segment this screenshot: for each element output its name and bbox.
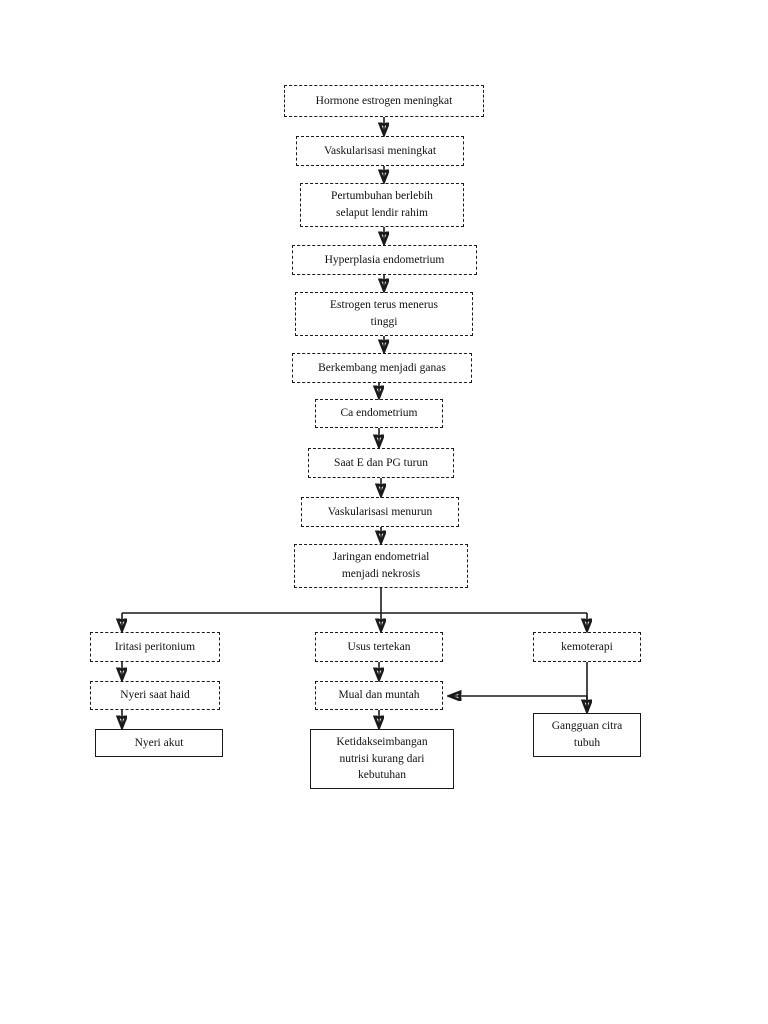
node-label: Berkembang menjadi ganas	[318, 361, 446, 374]
node-gangguan-citra-tubuh[interactable]: Gangguan citra tubuh	[533, 713, 641, 757]
node-estrogen-terus-menerus-tinggi[interactable]: Estrogen terus menerus tinggi	[295, 292, 473, 336]
node-label: Ca endometrium	[340, 407, 418, 420]
node-mual-dan-muntah[interactable]: Mual dan muntah	[315, 681, 443, 710]
node-iritasi-peritonium[interactable]: Iritasi peritonium	[90, 632, 220, 662]
node-usus-tertekan[interactable]: Usus tertekan	[315, 632, 443, 662]
node-label: Saat E dan PG turun	[334, 456, 428, 469]
node-nyeri-saat-haid[interactable]: Nyeri saat haid	[90, 681, 220, 710]
node-label: kemoterapi	[561, 640, 613, 653]
node-label: Pertumbuhan berlebih selaput lendir rahi…	[331, 190, 433, 219]
node-hyperplasia-endometrium[interactable]: Hyperplasia endometrium	[292, 245, 477, 275]
node-kemoterapi[interactable]: kemoterapi	[533, 632, 641, 662]
node-label: Vaskularisasi menurun	[327, 505, 433, 518]
node-label: Iritasi peritonium	[114, 640, 196, 653]
node-label: Hyperplasia endometrium	[324, 253, 445, 266]
node-pertumbuhan-berlebih-selaput-lendir-rahim[interactable]: Pertumbuhan berlebih selaput lendir rahi…	[300, 183, 464, 227]
node-label: Nyeri akut	[134, 736, 184, 749]
node-label: Ketidakseimbangan nutrisi kurang dari ke…	[336, 735, 428, 782]
node-label: Nyeri saat haid	[120, 689, 190, 702]
node-ketidakseimbangan-nutrisi[interactable]: Ketidakseimbangan nutrisi kurang dari ke…	[310, 729, 454, 789]
node-label: Vaskularisasi meningkat	[323, 144, 437, 157]
node-ca-endometrium[interactable]: Ca endometrium	[315, 399, 443, 428]
node-label: Estrogen terus menerus tinggi	[330, 299, 438, 328]
node-label: Gangguan citra tubuh	[551, 720, 623, 749]
node-vaskularisasi-menurun[interactable]: Vaskularisasi menurun	[301, 497, 459, 527]
node-label: Usus tertekan	[347, 640, 411, 653]
node-label: Jaringan endometrial menjadi nekrosis	[332, 551, 430, 580]
node-hormone-estrogen-meningkat[interactable]: Hormone estrogen meningkat	[284, 85, 484, 117]
node-label: Mual dan muntah	[338, 689, 420, 702]
node-berkembang-menjadi-ganas[interactable]: Berkembang menjadi ganas	[292, 353, 472, 383]
node-vaskularisasi-meningkat[interactable]: Vaskularisasi meningkat	[296, 136, 464, 166]
node-saat-e-dan-pg-turun[interactable]: Saat E dan PG turun	[308, 448, 454, 478]
node-nyeri-akut[interactable]: Nyeri akut	[95, 729, 223, 757]
node-jaringan-endometrial-menjadi-nekrosis[interactable]: Jaringan endometrial menjadi nekrosis	[294, 544, 468, 588]
node-label: Hormone estrogen meningkat	[315, 94, 453, 107]
